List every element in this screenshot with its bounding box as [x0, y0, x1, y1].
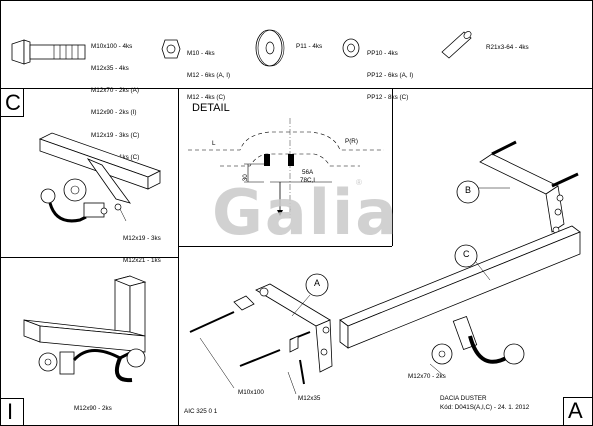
view-a-label: A — [568, 398, 583, 423]
view-c-drawing — [38, 132, 162, 223]
view-i-label: I — [7, 399, 14, 424]
registered-mark: ® — [356, 178, 362, 187]
nuts-list: M10 - 4ks M12 - 6ks (A, I) M12 - 4ks (C) — [187, 35, 230, 109]
view-i-callouts: M12x90 - 2ks — [74, 390, 112, 420]
callout-a-label: A — [314, 278, 321, 288]
callout-b-label: B — [465, 185, 472, 195]
spring-washer-item: PP10 - 4ks — [367, 49, 398, 57]
bolt-item: M12x70 - 2ks (A) — [91, 87, 139, 95]
vehicle-name: DACIA DUSTER — [440, 395, 487, 402]
nut-item: M10 - 4ks — [187, 49, 215, 57]
main-assembly-drawing — [189, 140, 581, 395]
view-a-label-box — [563, 397, 592, 426]
bolt-item: M12x90 - 2ks (I) — [91, 109, 137, 117]
callout-c-label: C — [463, 249, 470, 259]
spring-washer-icon — [342, 38, 360, 58]
left-column-divider — [178, 88, 179, 425]
bolt-m10x100-label: M10x100 — [238, 389, 264, 396]
spring-washer-item: PP12 - 6ks (A, I) — [367, 72, 414, 80]
view-i-label-box — [1, 398, 24, 426]
spring-washer-item: PP12 - 8ks (C) — [367, 94, 409, 102]
detail-box-right — [392, 88, 393, 246]
nut-item: M12 - 4ks (C) — [187, 94, 226, 102]
nut-icon — [161, 39, 181, 59]
header-divider — [1, 88, 592, 89]
galia-watermark: Galia — [212, 176, 400, 249]
detail-title: DETAIL — [192, 102, 230, 114]
detail-left-label: L — [212, 140, 216, 147]
spring-washers-list: PP10 - 4ks PP12 - 6ks (A, I) PP12 - 8ks … — [367, 35, 413, 109]
washer-icon — [255, 29, 285, 67]
view-c-label-box — [1, 88, 24, 117]
bolt-item: M12x19 - 3ks (C) — [91, 131, 140, 139]
bolt-icon — [11, 39, 86, 65]
detail-drawing — [188, 118, 384, 218]
detail-dim-c: 78C,I — [300, 177, 316, 184]
bolt-item: M10x100 - 4ks — [91, 42, 133, 50]
bolt-m12x35-label: M12x35 — [298, 395, 321, 402]
kod-line: Kód: D041S(A,I,C) - 24. 1. 2012 — [440, 404, 530, 411]
detail-box-bottom — [178, 246, 392, 247]
view-c-callouts: M12x19 - 3ks M12x21 - 1ks — [123, 220, 161, 272]
nut-item: M12 - 6ks (A, I) — [187, 72, 231, 80]
spacer-tube-icon — [441, 31, 472, 59]
drawing-code: AIC 325 0 1 — [184, 408, 218, 415]
left-column-middle-divider — [1, 257, 179, 258]
bolt-m12x70-label: M12x70 - 2ks — [408, 373, 446, 380]
washer-label: P11 - 4ks — [296, 43, 323, 50]
bolt-item: M12x35 - 4ks — [91, 65, 129, 73]
detail-dim-a: 56A — [302, 169, 314, 176]
view-i-callout: M12x90 - 2ks — [74, 404, 112, 412]
view-c-label: C — [5, 90, 21, 115]
view-c-callout: M12x21 - 1ks — [123, 257, 161, 265]
view-i-drawing — [23, 275, 147, 383]
detail-right-label: P(R) — [345, 138, 358, 145]
view-c-callout: M12x19 - 3ks — [123, 234, 161, 242]
spacer-label: R21x3-64 - 4ks — [486, 44, 529, 51]
